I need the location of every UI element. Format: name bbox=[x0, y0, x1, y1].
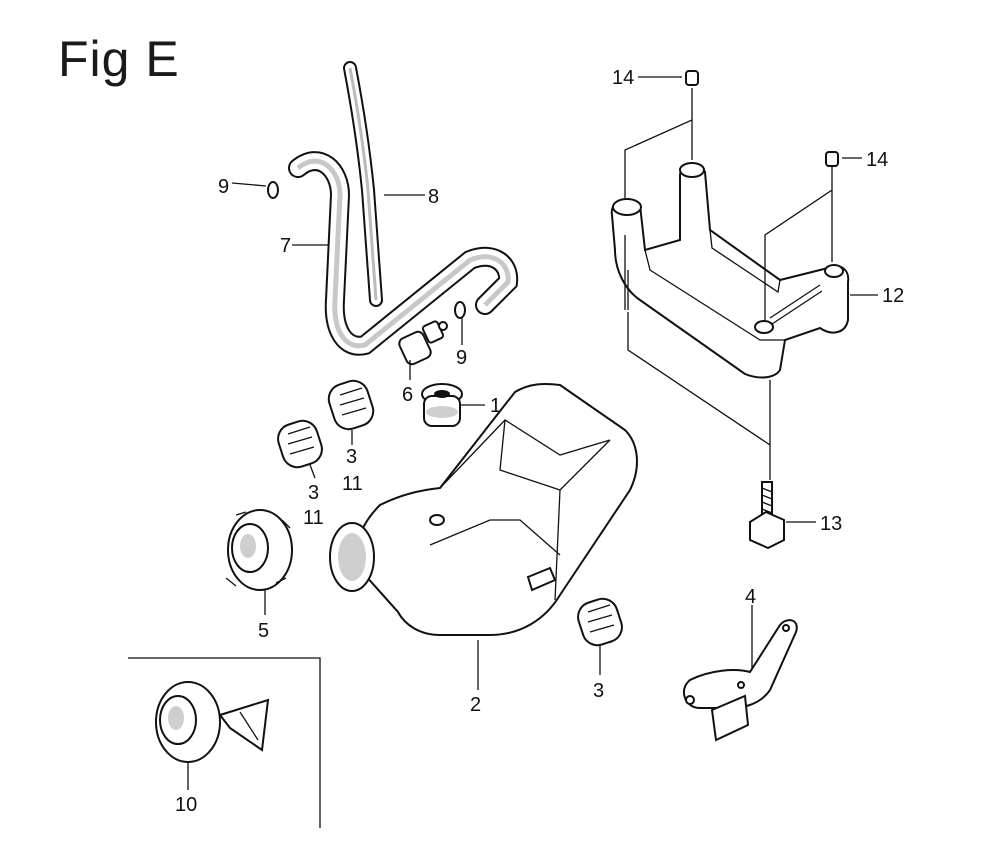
callout-14-b: 14 bbox=[866, 149, 888, 171]
fuel-hose-8 bbox=[343, 61, 383, 307]
callout-10: 10 bbox=[175, 794, 197, 816]
callout-2: 2 bbox=[470, 694, 481, 716]
bracket-4 bbox=[682, 619, 798, 742]
callout-3-a: 3 bbox=[346, 446, 357, 468]
inset-frame bbox=[128, 657, 321, 828]
bolt-13 bbox=[749, 481, 785, 550]
callout-14-a: 14 bbox=[612, 67, 634, 89]
tank-holder-12 bbox=[610, 162, 850, 379]
clip-9-left bbox=[267, 181, 279, 199]
callout-11-b: 11 bbox=[303, 507, 324, 529]
fuel-cap-5 bbox=[225, 509, 293, 591]
grommet-3-c bbox=[577, 597, 623, 647]
grommet-3-b bbox=[277, 419, 323, 469]
clip-9-right bbox=[454, 301, 466, 319]
alignment-lines bbox=[624, 88, 833, 480]
callout-7: 7 bbox=[280, 235, 291, 257]
callout-5: 5 bbox=[258, 620, 269, 642]
callout-13: 13 bbox=[820, 513, 842, 535]
callout-6: 6 bbox=[402, 384, 413, 406]
callout-11-a: 11 bbox=[342, 473, 363, 495]
callout-12: 12 bbox=[882, 285, 904, 307]
callout-8: 8 bbox=[428, 186, 439, 208]
figure-title: Fig E bbox=[58, 31, 180, 87]
fuel-tank-2 bbox=[329, 382, 638, 636]
callout-4: 4 bbox=[745, 586, 756, 608]
fuel-filter-6 bbox=[398, 320, 448, 366]
fuel-hose-7 bbox=[288, 151, 519, 356]
callout-9-a: 9 bbox=[218, 176, 229, 198]
nut-14-right bbox=[825, 151, 839, 167]
callout-3-b: 3 bbox=[308, 482, 319, 504]
grommet-1 bbox=[421, 383, 463, 427]
fuel-cap-10 bbox=[155, 681, 270, 763]
grommet-3-a bbox=[327, 379, 375, 431]
leader-lines bbox=[187, 76, 878, 790]
callout-3-c: 3 bbox=[593, 680, 604, 702]
callout-1: 1 bbox=[490, 395, 501, 417]
callouts: 1 2 3 3 3 4 5 6 7 8 9 9 10 11 11 12 13 1… bbox=[175, 67, 904, 816]
callout-9-b: 9 bbox=[456, 347, 467, 369]
nut-14-top bbox=[685, 70, 699, 86]
